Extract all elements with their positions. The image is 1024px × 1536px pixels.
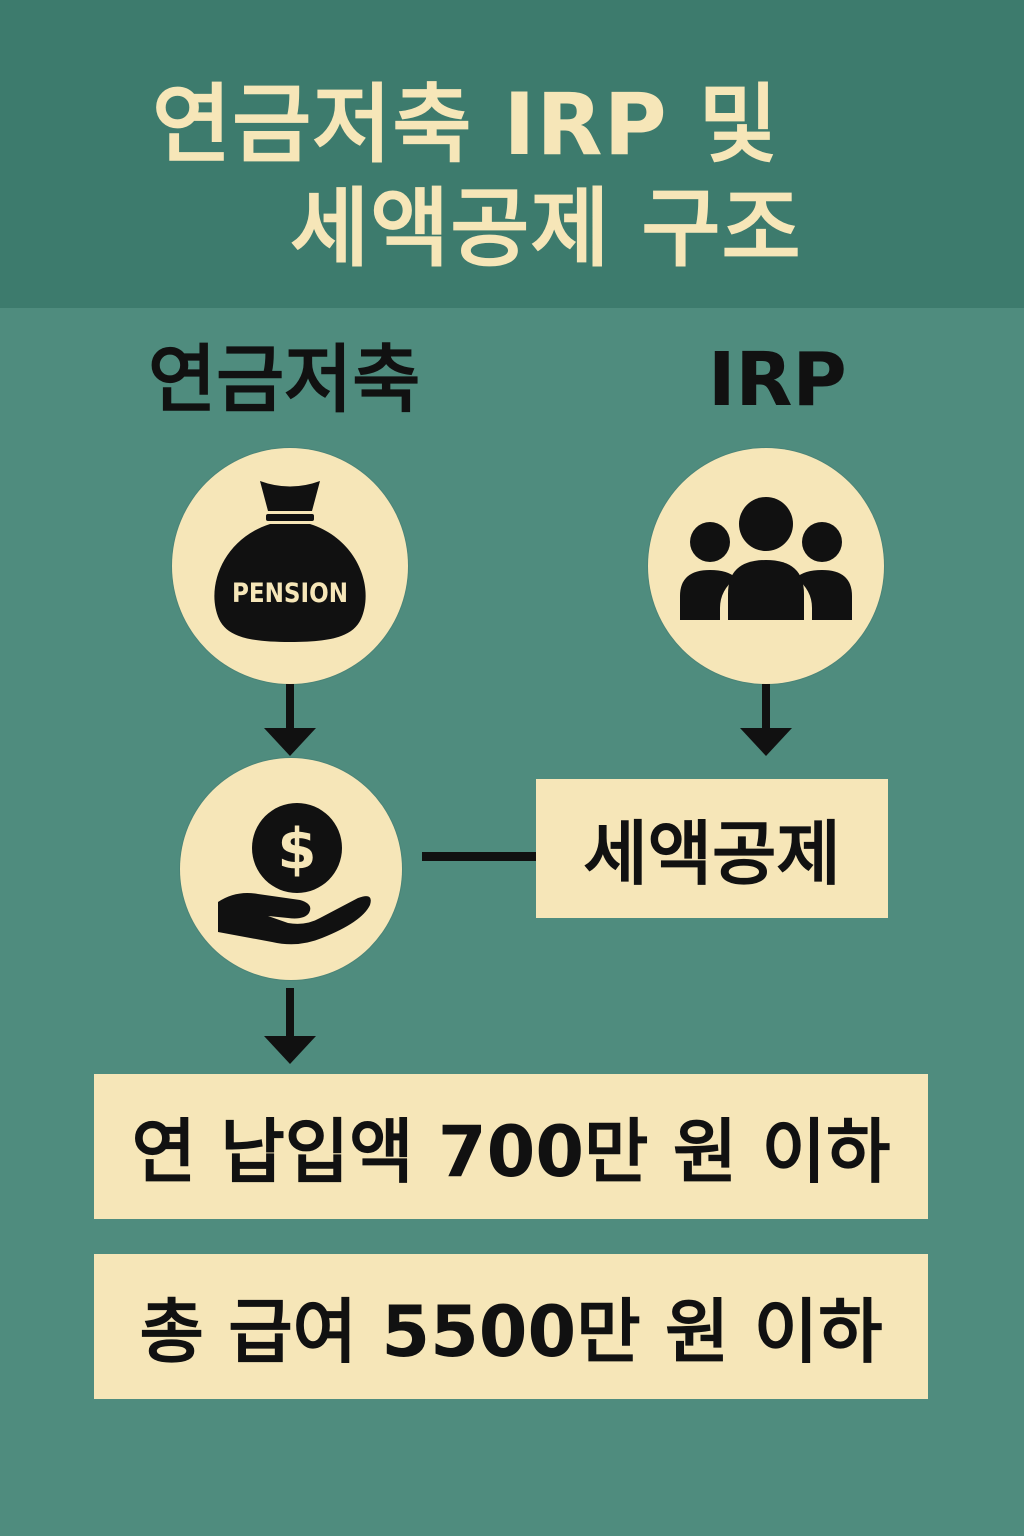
tax-return-circle: $ — [180, 758, 402, 980]
header-banner — [0, 0, 1024, 308]
dollar-sign: $ — [278, 817, 317, 882]
page-title-line-1: 연금저축 IRP 및 — [152, 75, 779, 175]
people-icon — [680, 497, 852, 620]
arrow-people-to-tax — [740, 684, 792, 756]
hand-coin-icon: $ — [218, 803, 371, 945]
arrow-bag-to-coin — [264, 684, 316, 756]
total-salary-condition-box: 총 급여 5500만 원 이하 — [94, 1254, 928, 1399]
arrow-coin-to-conditions — [264, 988, 316, 1064]
connector-line — [422, 852, 538, 861]
annual-payment-condition-box: 연 납입액 700만 원 이하 — [94, 1074, 928, 1219]
pension-bag-circle: PENSION — [172, 448, 408, 684]
pension-savings-heading: 연금저축 — [148, 337, 421, 423]
page-title-line-2: 세액공제 구조 — [290, 179, 802, 279]
money-bag-icon: PENSION — [214, 481, 366, 642]
pension-label: PENSION — [232, 578, 348, 609]
irp-heading: IRP — [708, 337, 847, 423]
tax-credit-box: 세액공제 — [536, 779, 888, 918]
irp-people-circle — [648, 448, 884, 684]
